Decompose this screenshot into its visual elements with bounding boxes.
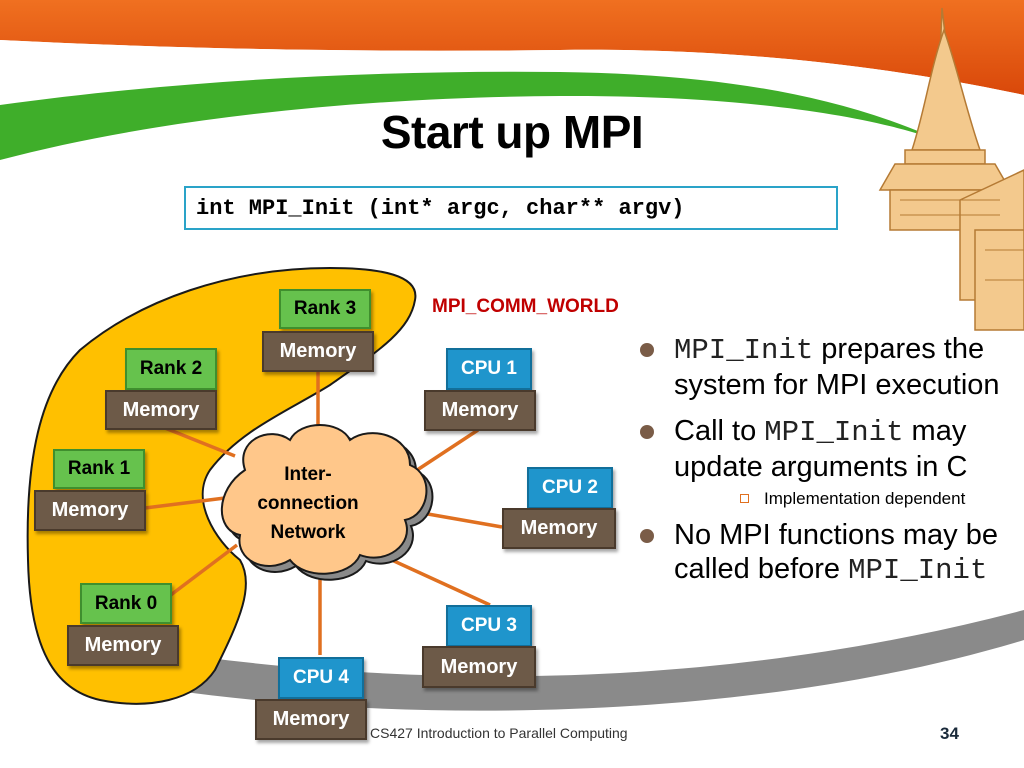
bullet-code: MPI_Init xyxy=(764,416,904,449)
rank-3-memory: Memory xyxy=(262,331,374,372)
footer-text: CS427 Introduction to Parallel Computing xyxy=(370,725,628,741)
temple-illustration xyxy=(878,7,1024,331)
cpu-3-box: CPU 3 xyxy=(446,605,532,647)
rank-0-memory: Memory xyxy=(67,625,179,666)
network-label-line: Network xyxy=(270,522,346,543)
rank-1-memory: Memory xyxy=(34,490,146,531)
rank-2-box: Rank 2 xyxy=(125,348,217,390)
slide-title: Start up MPI xyxy=(380,106,644,158)
cpu-2-memory: Memory xyxy=(502,508,616,549)
rank-2-memory: Memory xyxy=(105,390,217,430)
cpu-1-memory: Memory xyxy=(424,390,536,431)
page-number: 34 xyxy=(940,724,959,743)
bullet-item: Call to MPI_Init may update arguments in… xyxy=(638,414,1018,484)
cpu-2-box: CPU 2 xyxy=(527,467,613,509)
network-label: Inter- connection Network xyxy=(238,460,378,547)
rank-0-box: Rank 0 xyxy=(80,583,172,624)
interconnection-network-cloud xyxy=(220,424,434,581)
bullet-list: MPI_Init prepares the system for MPI exe… xyxy=(638,332,1018,600)
green-band xyxy=(0,71,960,160)
cpu-4-box: CPU 4 xyxy=(278,657,364,699)
network-label-line: connection xyxy=(257,493,359,514)
cpu-3-memory: Memory xyxy=(422,646,536,688)
bullet-code: MPI_Init xyxy=(674,334,814,367)
bullet-item: No MPI functions may be called before MP… xyxy=(638,518,1018,588)
rank-3-box: Rank 3 xyxy=(279,289,371,329)
white-wave xyxy=(0,40,1024,110)
bullet-text: No MPI functions may be called before xyxy=(674,519,998,585)
bullet-code: MPI_Init xyxy=(848,554,988,587)
bullet-item: MPI_Init prepares the system for MPI exe… xyxy=(638,332,1018,402)
mpi-init-signature: int MPI_Init (int* argc, char** argv) xyxy=(184,186,838,230)
bullet-text: Call to xyxy=(674,415,765,447)
bullet-text: prepares the system for MPI execution xyxy=(674,333,1000,401)
orange-band xyxy=(0,0,1024,95)
network-label-line: Inter- xyxy=(284,464,332,485)
bullet-text: may update arguments in C xyxy=(674,415,968,483)
gray-band xyxy=(150,610,1024,711)
sub-bullet-item: Implementation dependent xyxy=(638,488,1018,510)
cpu-4-memory: Memory xyxy=(255,699,367,740)
comm-world-label: MPI_COMM_WORLD xyxy=(432,296,619,317)
rank-1-box: Rank 1 xyxy=(53,449,145,489)
cpu-1-box: CPU 1 xyxy=(446,348,532,390)
